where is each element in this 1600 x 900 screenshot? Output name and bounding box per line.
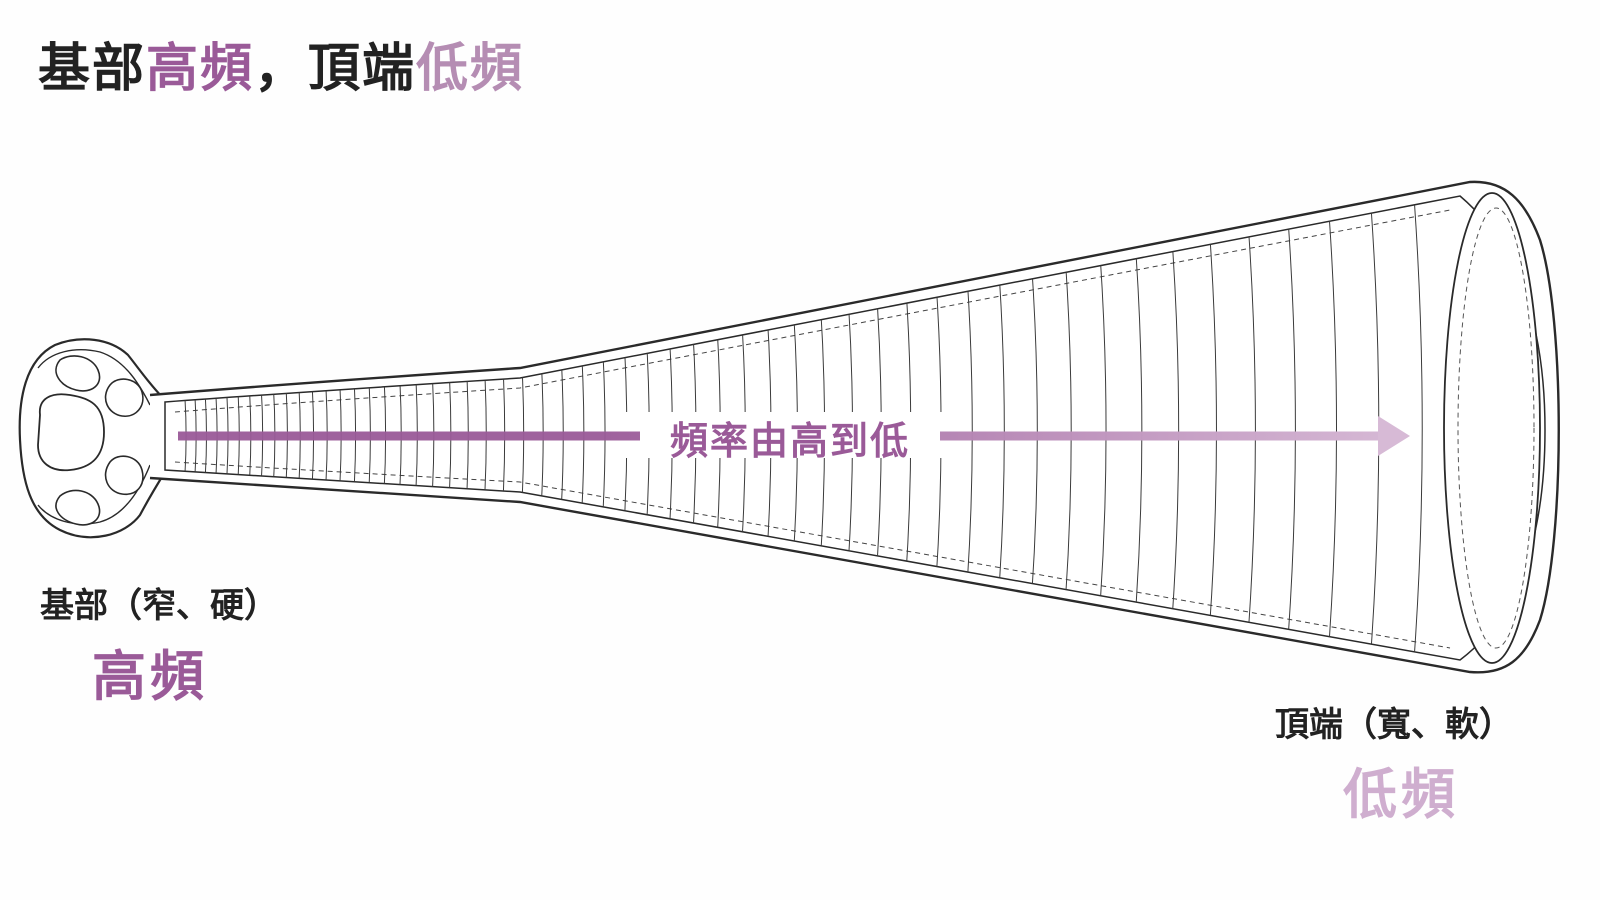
title-apex-text: ，頂端: [254, 39, 417, 99]
membrane-rib: [966, 274, 973, 588]
arrow-head: [1378, 416, 1410, 456]
apex-frequency-label: 低頻: [1343, 763, 1459, 826]
apex-opening-dashed: [1457, 207, 1535, 649]
membrane-dashed-bottom: [174, 461, 1451, 649]
membrane-rib: [1135, 247, 1143, 613]
title-high-freq-text: 高頻: [146, 39, 255, 99]
title-low-freq-text: 低頻: [416, 39, 525, 99]
bulb-lobe-bottom-right: [104, 455, 144, 495]
apex-label: 頂端（寬、軟）: [1275, 705, 1513, 745]
bulb-lobe-bottom-left: [55, 489, 101, 526]
membrane-rib: [1209, 235, 1217, 624]
membrane-rib: [1099, 253, 1107, 608]
membrane-rib: [1248, 229, 1256, 630]
membrane-rib: [1031, 264, 1038, 598]
membrane-rib: [1064, 258, 1072, 603]
base-label: 基部（窄、硬）: [40, 586, 278, 626]
apex-opening: [1443, 192, 1541, 664]
membrane-rib: [1287, 223, 1296, 635]
membrane-rib: [1328, 216, 1337, 641]
base-frequency-label: 高頻: [92, 645, 208, 708]
base-bulb: [18, 338, 166, 539]
page-title: 基部高頻，頂端低頻: [38, 39, 525, 100]
bulb-lobe-top-right: [104, 378, 144, 417]
bulb-lobe-center: [37, 393, 105, 472]
membrane-dashed-top: [174, 209, 1451, 413]
membrane-rib: [1171, 241, 1180, 618]
frequency-arrow: [178, 412, 1410, 458]
membrane-rib: [1413, 203, 1423, 654]
title-base-text: 基部: [38, 39, 147, 99]
bulb-lobe-top-left: [55, 355, 101, 392]
membrane-rib: [998, 269, 1005, 593]
arrow-label: 頻率由高到低: [669, 419, 910, 463]
